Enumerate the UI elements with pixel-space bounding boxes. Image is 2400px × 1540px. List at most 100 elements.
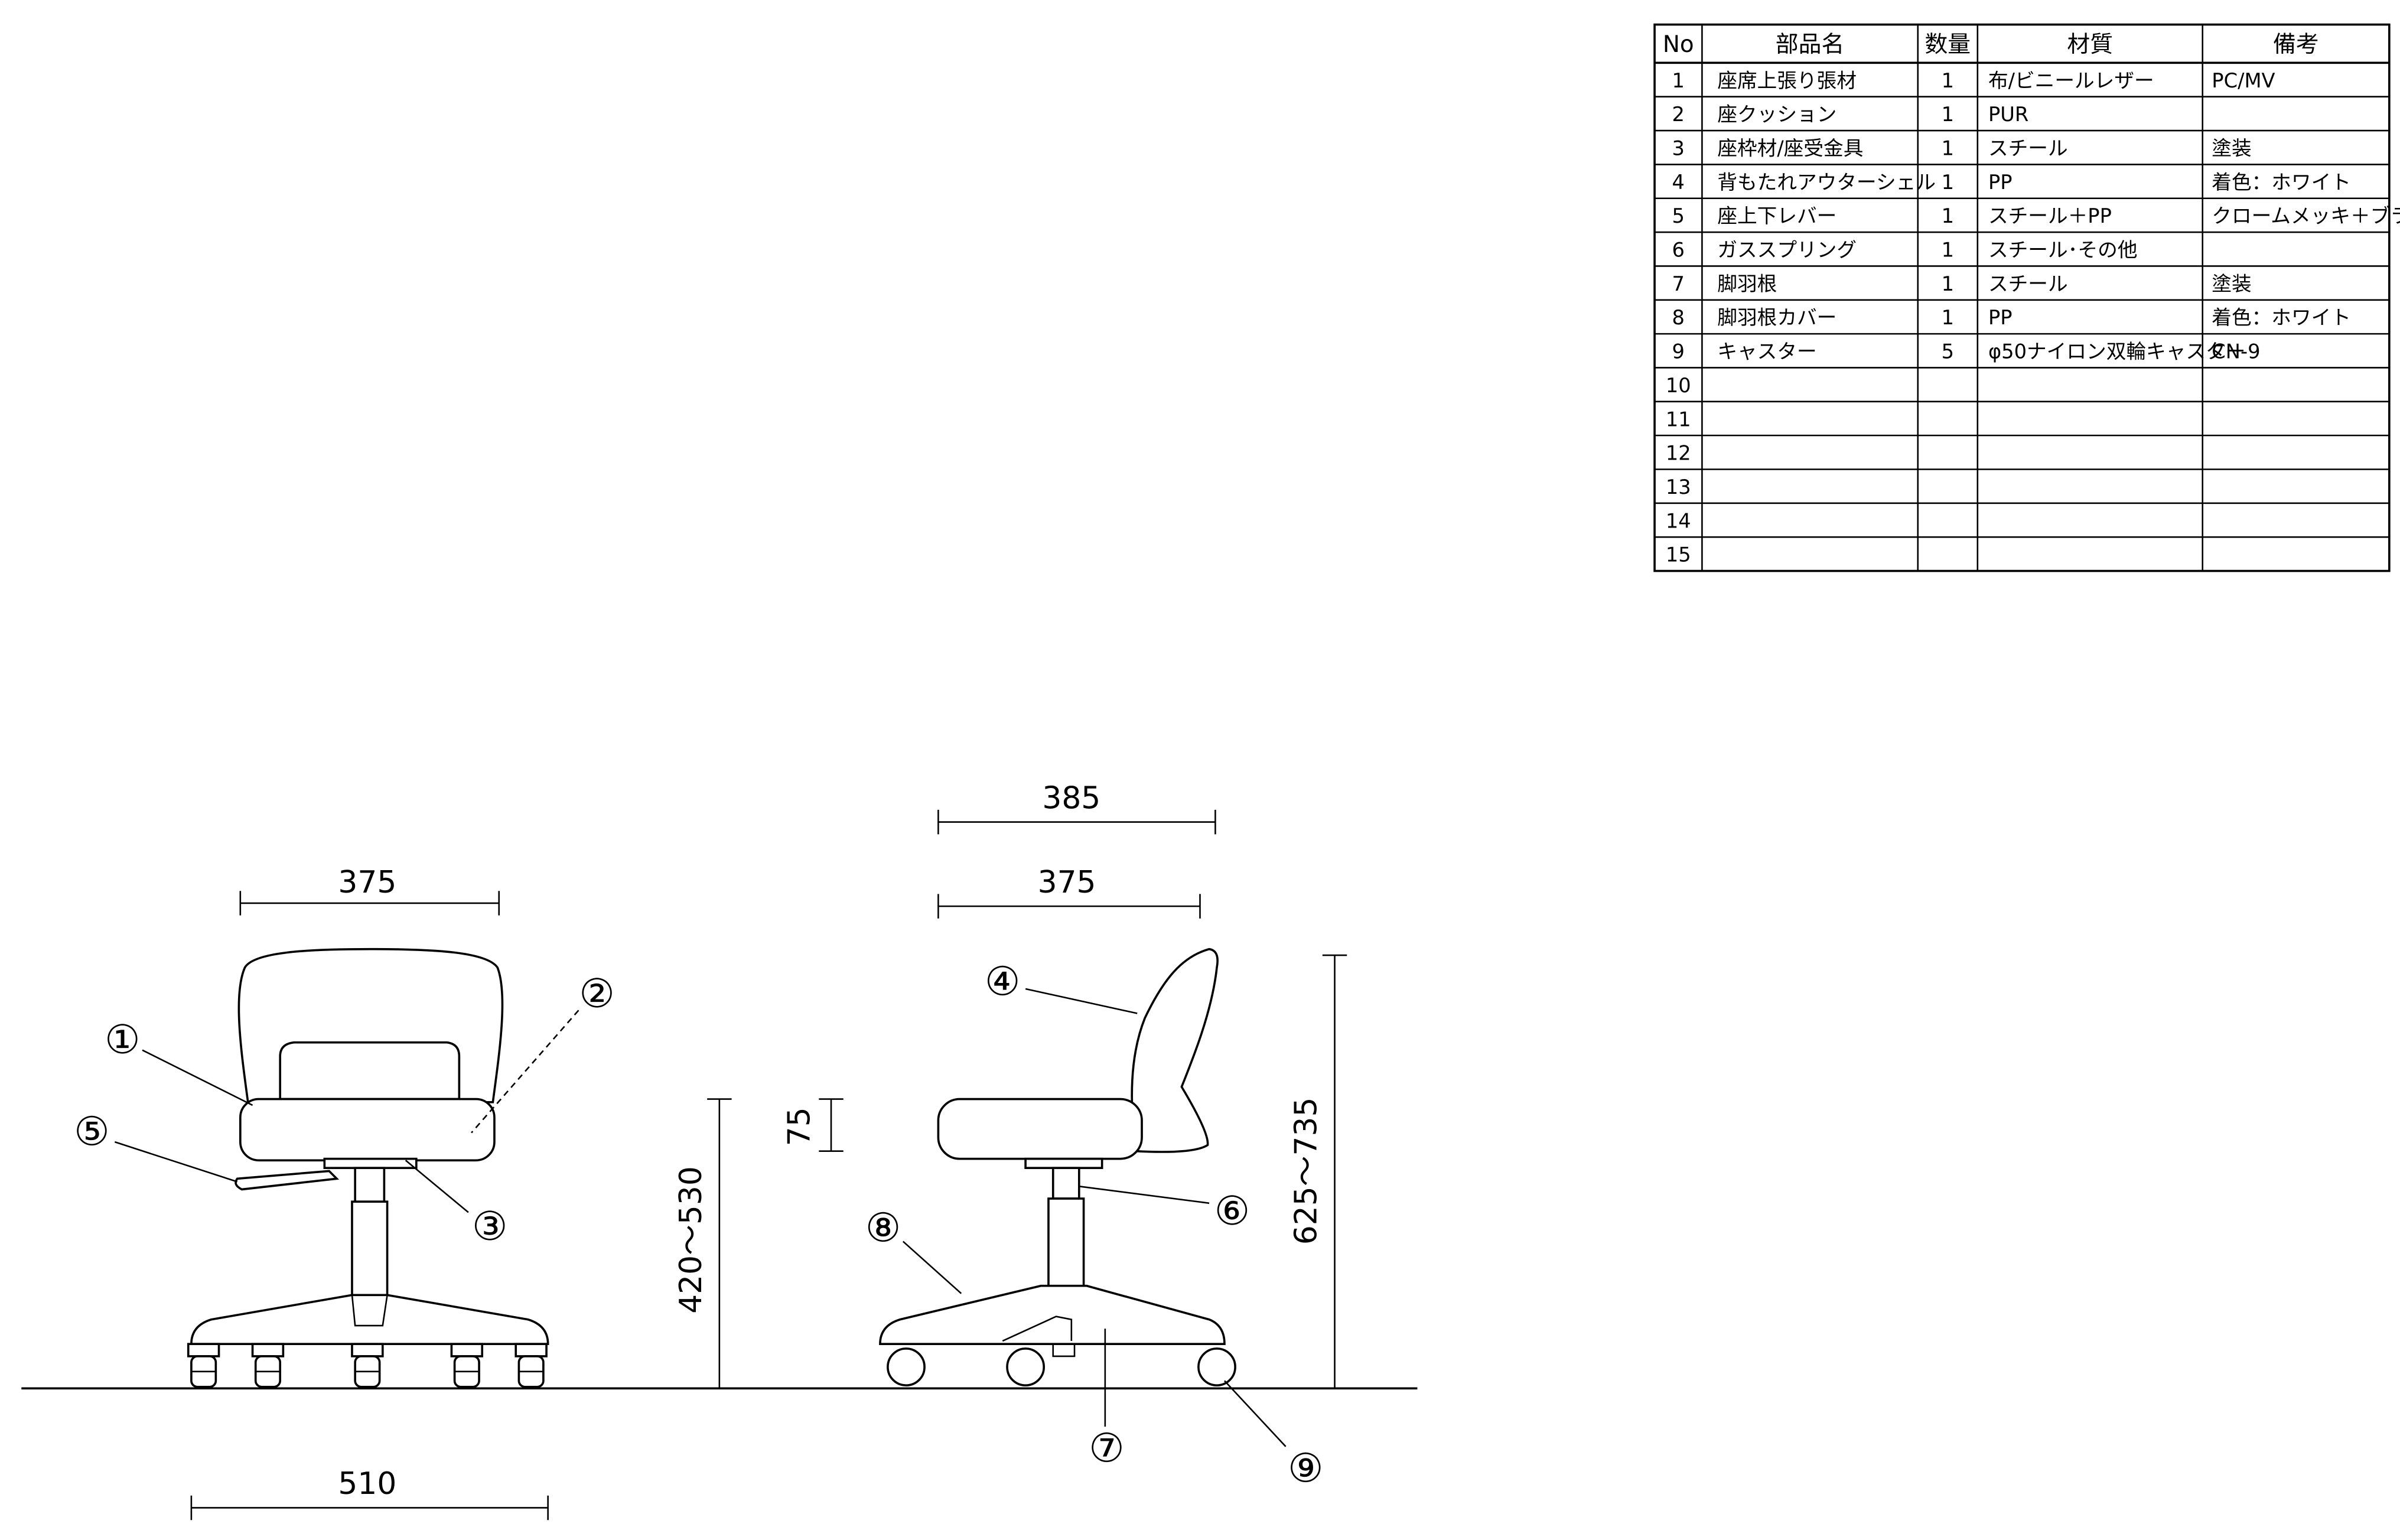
table-header-notes: 備考 <box>2273 31 2319 58</box>
callout-4: ④ <box>985 958 1020 1004</box>
table-cell-name: 座席上張り張材 <box>1717 69 1857 92</box>
table-cell-no: 9 <box>1672 340 1685 363</box>
dimension-label: 420～530 <box>673 1166 709 1314</box>
dimension-label: 75 <box>782 1107 818 1146</box>
table-cell-no: 2 <box>1672 103 1685 126</box>
table-cell-no: 14 <box>1666 509 1691 532</box>
table-cell-notes: 着色：ホワイト <box>2212 171 2351 194</box>
table-header-qty: 数量 <box>1924 31 1971 58</box>
callout-8: ⑧ <box>865 1204 901 1251</box>
table-cell-name: 脚羽根 <box>1717 272 1777 295</box>
table-cell-notes: 塗装 <box>2212 272 2251 295</box>
table-row: 8 脚羽根カバー 1 PP 着色：ホワイト <box>1672 306 2351 329</box>
table-cell-qty: 5 <box>1942 340 1954 363</box>
table-cell-qty: 1 <box>1942 137 1954 160</box>
table-cell-notes: 着色：ホワイト <box>2212 306 2351 329</box>
table-row: 14 <box>1666 509 1691 532</box>
table-cell-material: PP <box>1988 306 2013 329</box>
table-row: 15 <box>1666 543 1691 566</box>
table-border <box>1653 23 2391 572</box>
dimension-side-total-depth: 385 <box>937 780 1216 835</box>
side-caster-wheel <box>1197 1347 1236 1386</box>
dimension-base-width: 510 <box>190 1466 549 1521</box>
table-cell-notes: 塗装 <box>2212 137 2251 160</box>
table-row: 12 <box>1666 442 1691 465</box>
table-cell-qty: 1 <box>1942 69 1954 92</box>
front-base <box>190 1294 549 1346</box>
table-cell-material: スチール <box>1988 137 2068 160</box>
table-cell-qty: 1 <box>1942 272 1954 295</box>
table-cell-name: 座クッション <box>1717 103 1836 126</box>
table-cell-name: ガススプリング <box>1717 239 1857 262</box>
table-row: 10 <box>1666 374 1691 397</box>
table-cell-name: 脚羽根カバー <box>1717 306 1836 329</box>
front-casters <box>187 1343 548 1388</box>
callout-1: ① <box>105 1016 140 1063</box>
table-cell-no: 8 <box>1672 306 1685 329</box>
table-cell-notes: CN-9 <box>2212 340 2260 363</box>
dimension-cushion-height: 75 <box>782 1098 844 1152</box>
dimension-front-seat-width: 375 <box>239 865 500 916</box>
table-cell-notes: PC/MV <box>2212 69 2275 92</box>
dimension-label: 375 <box>1038 865 1096 900</box>
callout-3: ③ <box>472 1203 507 1249</box>
table-cell-material: スチール＋PP <box>1988 204 2112 227</box>
dimension-seat-height: 420～530 <box>673 1098 732 1389</box>
front-view <box>187 948 549 1388</box>
dimension-label: 385 <box>1042 780 1100 816</box>
table-cell-material: PP <box>1988 171 2013 194</box>
table-cell-material: PUR <box>1988 103 2028 126</box>
table-cell-material: φ50ナイロン双輪キャスター <box>1988 340 2245 363</box>
front-caster <box>351 1343 384 1388</box>
table-cell-qty: 1 <box>1942 103 1954 126</box>
table-cell-no: 6 <box>1672 239 1685 262</box>
callout-7: ⑦ <box>1089 1425 1124 1471</box>
side-view <box>879 948 1236 1386</box>
side-gas-spring <box>1047 1197 1085 1289</box>
table-row: 6 ガススプリング 1 スチール･その他 <box>1672 239 2138 262</box>
side-backrest-shell <box>1131 948 1219 1153</box>
table-cell-qty: 1 <box>1942 171 1954 194</box>
dimension-label: 625～735 <box>1288 1098 1324 1245</box>
front-seat-bracket <box>323 1157 418 1170</box>
dimension-side-seat-depth: 375 <box>937 865 1201 919</box>
table-cell-qty: 1 <box>1942 239 1954 262</box>
table-cell-name: キャスター <box>1717 340 1816 363</box>
dimension-label: 510 <box>338 1466 396 1502</box>
table-cell-no: 7 <box>1672 272 1685 295</box>
table-header-material: 材質 <box>2067 31 2113 58</box>
side-base <box>879 1284 1226 1346</box>
table-cell-name: 座枠材/座受金具 <box>1717 137 1863 160</box>
table-cell-qty: 1 <box>1942 204 1954 227</box>
front-caster <box>187 1343 220 1388</box>
table-cell-material: 布/ビニールレザー <box>1988 69 2154 92</box>
front-lever <box>235 1170 340 1191</box>
side-seat-cushion <box>937 1098 1143 1160</box>
front-backrest-cutout <box>279 1041 461 1101</box>
table-row: 11 <box>1666 408 1691 431</box>
side-column-collar <box>1051 1167 1080 1200</box>
front-column-collar <box>354 1167 386 1203</box>
table-cell-material: スチール･その他 <box>1988 239 2138 262</box>
table-cell-qty: 1 <box>1942 306 1954 329</box>
side-caster-wheel <box>887 1347 926 1386</box>
side-seat-bracket <box>1024 1157 1103 1170</box>
callout-9: ⑨ <box>1288 1444 1323 1491</box>
front-caster <box>251 1343 285 1388</box>
dimension-total-height: 625～735 <box>1288 954 1347 1389</box>
table-cell-no: 1 <box>1672 69 1685 92</box>
table-cell-notes: クロームメッキ＋ブラック <box>2212 204 2400 227</box>
table-row: 1 座席上張り張材 1 布/ビニールレザー PC/MV <box>1672 69 2275 92</box>
callout-6: ⑥ <box>1214 1187 1250 1234</box>
table-cell-no: 5 <box>1672 204 1685 227</box>
table-cell-no: 10 <box>1666 374 1691 397</box>
table-cell-no: 11 <box>1666 408 1691 431</box>
front-caster <box>450 1343 484 1388</box>
